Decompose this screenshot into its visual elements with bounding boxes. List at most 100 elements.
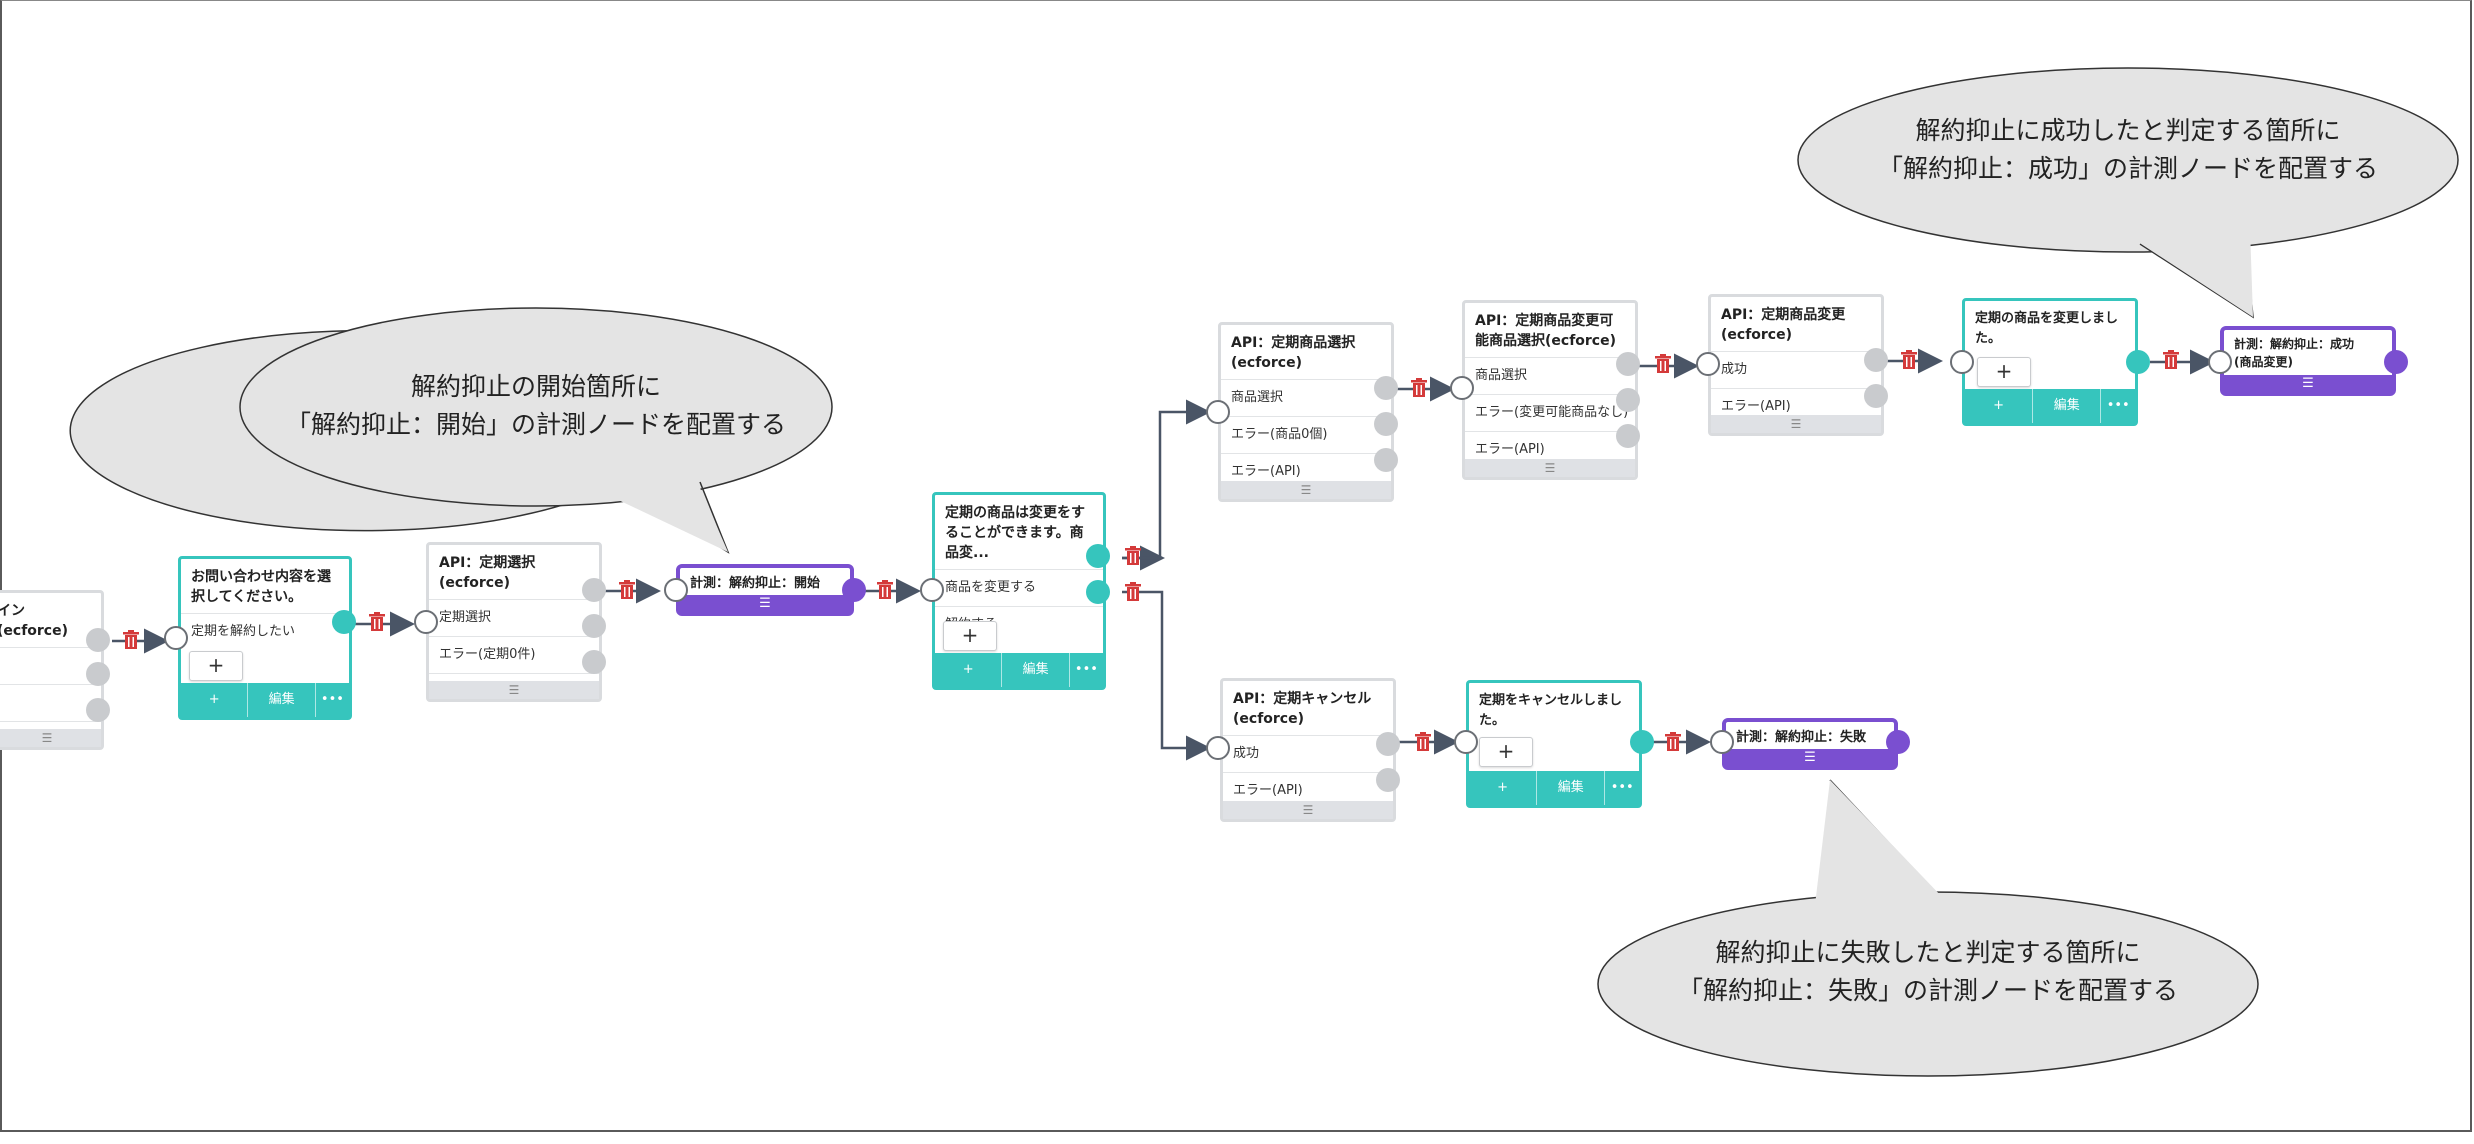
trash-icon[interactable] bbox=[1414, 732, 1432, 752]
input-port[interactable] bbox=[920, 578, 944, 602]
output-port[interactable] bbox=[332, 610, 356, 634]
output-port[interactable] bbox=[1374, 412, 1398, 436]
question-node[interactable]: お問い合わせ内容を選択してください。 定期を解約したい + + 編集 ••• bbox=[178, 556, 352, 720]
node-title: お問い合わせ内容を選択してください。 bbox=[191, 569, 331, 605]
api-node[interactable]: API：定期キャンセル(ecforce) 成功 エラー(API) ☰ bbox=[1220, 678, 1396, 822]
api-node[interactable]: API：定期商品変更(ecforce) 成功 エラー(API) ☰ bbox=[1708, 294, 1884, 436]
output-port[interactable] bbox=[842, 578, 866, 602]
output-port[interactable] bbox=[1864, 384, 1888, 408]
output-port[interactable] bbox=[1374, 448, 1398, 472]
output-port[interactable] bbox=[86, 628, 110, 652]
node-title: 計測：解約抑止：開始 bbox=[690, 576, 821, 591]
add-choice-button[interactable]: + bbox=[943, 621, 997, 651]
trash-icon[interactable] bbox=[1900, 350, 1918, 370]
node-toolbar: + 編集 ••• bbox=[935, 653, 1103, 687]
more-icon[interactable]: ••• bbox=[314, 683, 349, 717]
api-node[interactable]: API：定期商品変更可能商品選択(ecforce) 商品選択 エラー(変更可能商… bbox=[1462, 300, 1638, 480]
menu-icon[interactable]: ☰ bbox=[1465, 459, 1635, 477]
input-port[interactable] bbox=[664, 578, 688, 602]
node-title: API：定期キャンセル(ecforce) bbox=[1233, 691, 1372, 727]
output-port[interactable] bbox=[2384, 350, 2408, 374]
menu-icon[interactable]: ☰ bbox=[1726, 749, 1894, 766]
input-port[interactable] bbox=[1950, 350, 1974, 374]
output-port[interactable] bbox=[1376, 732, 1400, 756]
menu-icon[interactable]: ☰ bbox=[680, 595, 850, 612]
menu-icon[interactable]: ☰ bbox=[1711, 415, 1881, 433]
output-port[interactable] bbox=[1630, 730, 1654, 754]
choice-row[interactable]: 定期を解約したい bbox=[181, 613, 349, 650]
output-port[interactable] bbox=[1616, 388, 1640, 412]
output-port[interactable] bbox=[1376, 768, 1400, 792]
input-port[interactable] bbox=[1450, 376, 1474, 400]
edit-button[interactable]: 編集 bbox=[1001, 653, 1068, 687]
output-port[interactable] bbox=[1374, 376, 1398, 400]
add-choice-button[interactable]: + bbox=[1977, 357, 2031, 387]
more-icon[interactable]: ••• bbox=[1068, 653, 1103, 687]
input-port[interactable] bbox=[164, 626, 188, 650]
measure-node-start[interactable]: 計測：解約抑止：開始 ☰ bbox=[676, 564, 854, 616]
trash-icon[interactable] bbox=[368, 612, 386, 632]
menu-icon[interactable]: ☰ bbox=[429, 681, 599, 699]
input-port[interactable] bbox=[1696, 352, 1720, 376]
message-node[interactable]: 定期をキャンセルしました。 + + 編集 ••• bbox=[1466, 680, 1642, 808]
add-choice-button[interactable]: + bbox=[1479, 737, 1533, 767]
input-port[interactable] bbox=[1206, 400, 1230, 424]
node-toolbar: + 編集 ••• bbox=[181, 683, 349, 717]
api-node[interactable]: API：定期選択(ecforce) 定期選択 エラー(定期0件) エラー(API… bbox=[426, 542, 602, 702]
menu-icon[interactable]: ☰ bbox=[2224, 375, 2392, 392]
output-port[interactable] bbox=[1886, 730, 1910, 754]
node-output-row: 成功 bbox=[1711, 351, 1881, 388]
output-port[interactable] bbox=[2126, 350, 2150, 374]
edit-button[interactable]: 編集 bbox=[247, 683, 314, 717]
trash-icon[interactable] bbox=[1654, 354, 1672, 374]
trash-icon[interactable] bbox=[1664, 732, 1682, 752]
menu-icon[interactable]: ☰ bbox=[1223, 801, 1393, 819]
more-icon[interactable]: ••• bbox=[1604, 771, 1639, 805]
trash-icon[interactable] bbox=[1124, 546, 1142, 566]
add-button[interactable]: + bbox=[962, 662, 974, 677]
callout-line: 「解約抑止：成功」の計測ノードを配置する bbox=[1877, 154, 2378, 183]
output-port[interactable] bbox=[582, 614, 606, 638]
output-port[interactable] bbox=[1616, 352, 1640, 376]
callout-line: 「解約抑止：開始」の計測ノードを配置する bbox=[285, 410, 786, 439]
input-port[interactable] bbox=[2208, 350, 2232, 374]
input-port[interactable] bbox=[1454, 730, 1478, 754]
node-title: API：定期商品変更可能商品選択(ecforce) bbox=[1475, 313, 1616, 349]
trash-icon[interactable] bbox=[2162, 350, 2180, 370]
add-button[interactable]: + bbox=[208, 692, 220, 707]
edit-button[interactable]: 編集 bbox=[1536, 771, 1604, 805]
node-title: 定期の商品を変更しました。 bbox=[1975, 311, 2119, 346]
menu-icon[interactable]: ☰ bbox=[1221, 481, 1391, 499]
trash-icon[interactable] bbox=[1410, 378, 1428, 398]
measure-node-failure[interactable]: 計測：解約抑止：失敗 ☰ bbox=[1722, 718, 1898, 770]
message-node[interactable]: 定期の商品を変更しました。 + + 編集 ••• bbox=[1962, 298, 2138, 426]
node-title: API：定期商品選択(ecforce) bbox=[1231, 335, 1356, 371]
add-choice-button[interactable]: + bbox=[189, 651, 243, 681]
choice-row[interactable]: 商品を変更する bbox=[935, 569, 1103, 606]
output-port[interactable] bbox=[86, 662, 110, 686]
output-port[interactable] bbox=[1086, 580, 1110, 604]
more-icon[interactable]: ••• bbox=[2100, 389, 2135, 423]
output-port[interactable] bbox=[1616, 424, 1640, 448]
edit-button[interactable]: 編集 bbox=[2032, 389, 2100, 423]
output-port[interactable] bbox=[1086, 544, 1110, 568]
trash-icon[interactable] bbox=[122, 630, 140, 650]
menu-icon[interactable]: ☰ bbox=[0, 729, 101, 747]
output-port[interactable] bbox=[1864, 348, 1888, 372]
output-port[interactable] bbox=[582, 578, 606, 602]
input-port[interactable] bbox=[414, 610, 438, 634]
input-port[interactable] bbox=[1206, 736, 1230, 760]
api-node[interactable]: API：定期商品選択(ecforce) 商品選択 エラー(商品0個) エラー(A… bbox=[1218, 322, 1394, 502]
trash-icon[interactable] bbox=[618, 580, 636, 600]
trash-icon[interactable] bbox=[876, 580, 894, 600]
measure-node-success[interactable]: 計測：解約抑止：成功(商品変更) ☰ bbox=[2220, 326, 2396, 396]
question-node[interactable]: 定期の商品は変更をすることができます。商品変... 商品を変更する 解約する +… bbox=[932, 492, 1106, 690]
input-port[interactable] bbox=[1710, 730, 1734, 754]
node-title: 計測：解約抑止：失敗 bbox=[1736, 730, 1867, 745]
add-button[interactable]: + bbox=[1497, 780, 1509, 795]
add-button[interactable]: + bbox=[1993, 398, 2005, 413]
trash-icon[interactable] bbox=[1124, 582, 1142, 602]
callout-failure: 解約抑止に失敗したと判定する箇所に 「解約抑止：失敗」の計測ノードを配置する bbox=[1598, 934, 2258, 1010]
output-port[interactable] bbox=[86, 698, 110, 722]
output-port[interactable] bbox=[582, 650, 606, 674]
